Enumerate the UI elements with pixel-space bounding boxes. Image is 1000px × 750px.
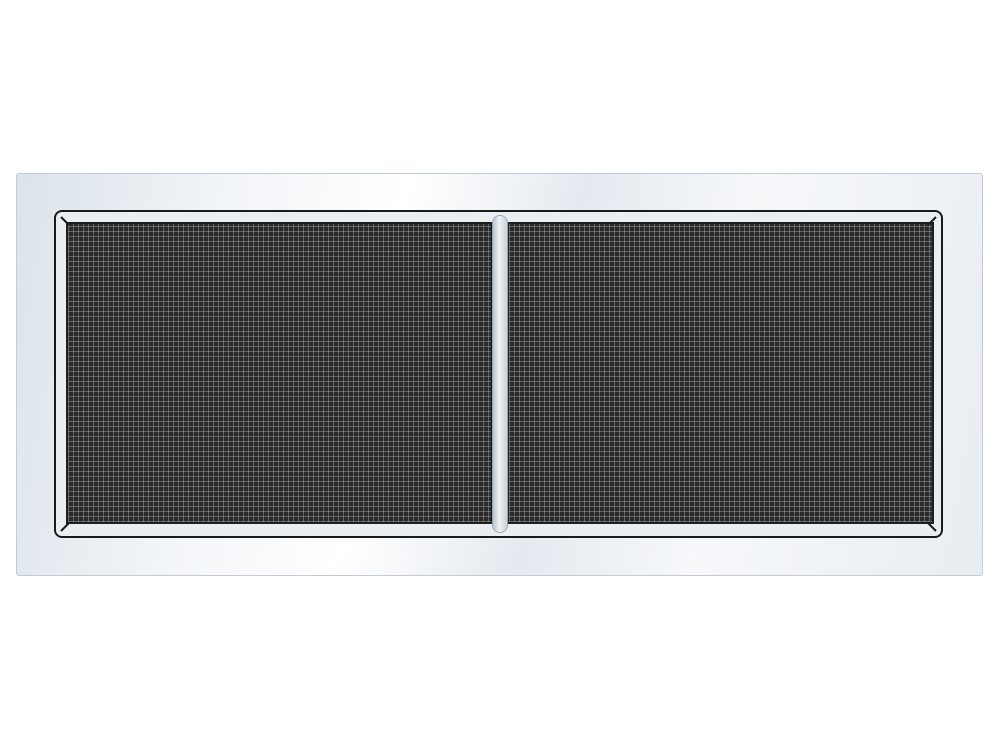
center-divider [493, 216, 507, 532]
corner-clip-icon [60, 216, 70, 226]
vent-frame [16, 173, 983, 576]
corner-clip-icon [927, 216, 937, 226]
corner-clip-icon [927, 522, 937, 532]
mesh-panel-right [509, 224, 932, 522]
mesh-panel-left [68, 224, 491, 522]
corner-clip-icon [60, 522, 70, 532]
vent-inner-border [54, 210, 943, 538]
